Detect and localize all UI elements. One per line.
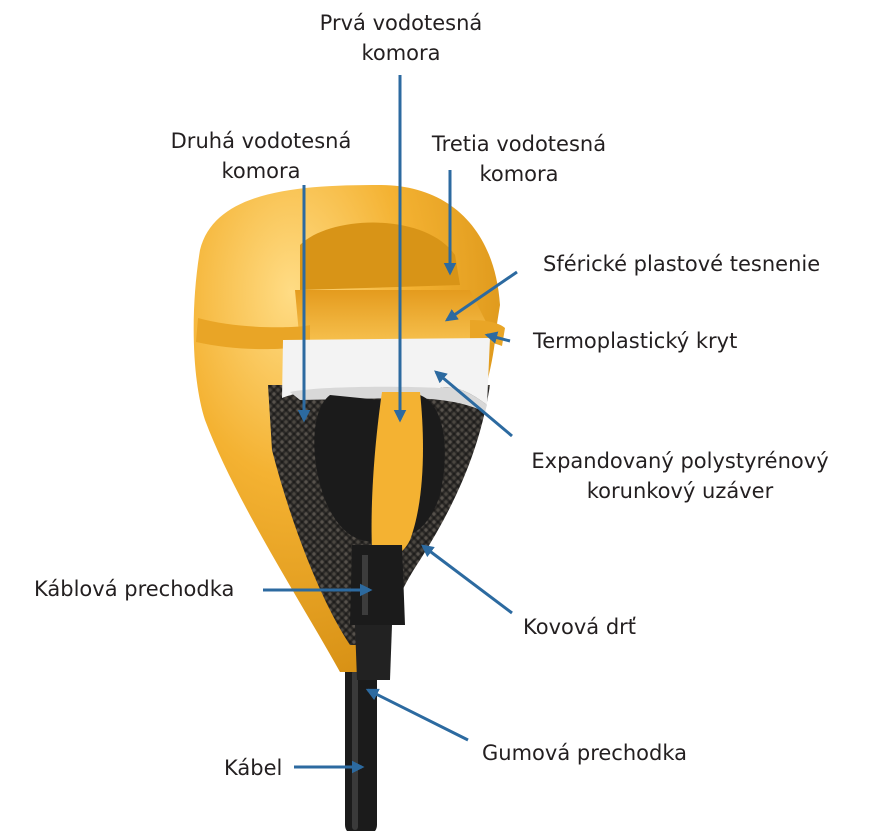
cable-highlight — [352, 670, 358, 830]
label-druha-komora: Druhá vodotesná komora — [150, 126, 372, 186]
label-polystyren-uzaver-line2: korunkový uzáver — [586, 479, 774, 503]
thermoplastic-band — [196, 318, 310, 350]
label-druha-komora-line2: komora — [221, 159, 301, 183]
arrow-gumova-prechodka — [365, 688, 469, 742]
label-prva-komora-line2: komora — [361, 41, 441, 65]
arrow-kovova-drt — [420, 544, 513, 615]
arrow-sfericke-tesnenie — [444, 270, 518, 322]
label-kablova-prechodka: Káblová prechodka — [34, 577, 235, 601]
label-kabel: Kábel — [224, 756, 283, 780]
label-tretia-komora: Tretia vodotesná komora — [408, 129, 630, 189]
label-tretia-komora-line2: komora — [479, 162, 559, 186]
label-gumova-prechodka: Gumová prechodka — [482, 741, 687, 765]
label-prva-komora-line1: Prvá vodotesná — [319, 11, 483, 35]
crown-cap-shadow — [290, 386, 487, 412]
gland-highlight — [362, 555, 368, 615]
label-polystyren-uzaver: Expandovaný polystyrénový korunkový uzáv… — [513, 446, 847, 506]
top-cavity — [300, 222, 460, 290]
cable — [345, 660, 377, 831]
label-druha-komora-line1: Druhá vodotesná — [170, 129, 352, 153]
label-tretia-komora-line1: Tretia vodotesná — [431, 132, 607, 156]
arrow-polystyren-uzaver — [434, 370, 513, 438]
rubber-gland — [355, 625, 392, 680]
arrow-termoplasticky-kryt — [484, 331, 511, 344]
label-polystyren-uzaver-line1: Expandovaný polystyrénový — [531, 449, 829, 473]
label-kovova-drt: Kovová drť — [523, 615, 637, 639]
center-carrier — [371, 392, 423, 557]
label-prva-komora: Prvá vodotesná komora — [292, 8, 510, 68]
black-inner-chamber — [314, 395, 380, 542]
inner-chamber-walls — [295, 290, 495, 345]
label-termoplasticky-kryt: Termoplastický kryt — [533, 329, 738, 353]
label-sfericke-tesnenie: Sférické plastové tesnenie — [543, 252, 821, 276]
cable-gland — [350, 545, 405, 625]
